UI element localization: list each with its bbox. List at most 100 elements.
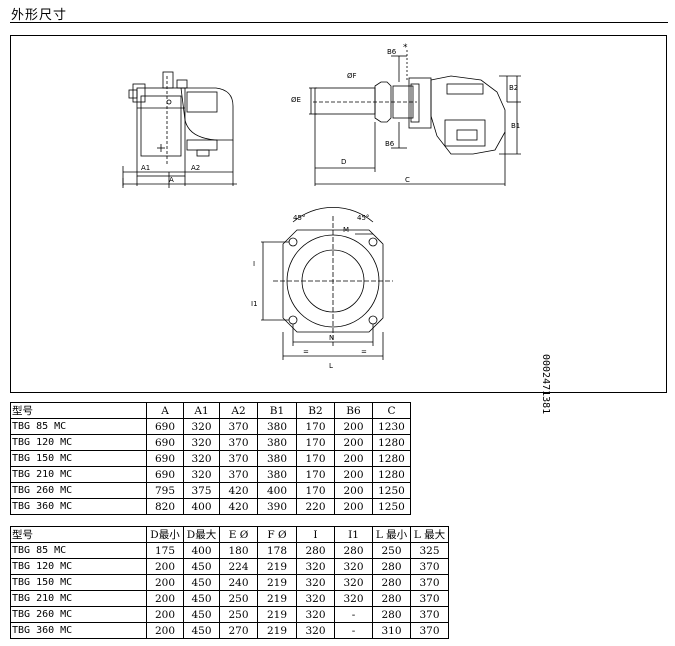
label-b6-bottom: B6 bbox=[385, 140, 395, 148]
title-divider bbox=[10, 22, 668, 23]
value-cell: 220 bbox=[296, 498, 335, 515]
model-cell: TBG 260 MC bbox=[10, 606, 147, 623]
table-header-cell: 型号 bbox=[10, 402, 147, 419]
value-cell: 400 bbox=[257, 482, 297, 499]
label-a: A bbox=[169, 176, 174, 184]
value-cell: 320 bbox=[296, 574, 335, 591]
label-phi-f: ØF bbox=[347, 72, 357, 80]
value-cell: 1250 bbox=[372, 482, 411, 499]
label-n: N bbox=[329, 334, 334, 342]
value-cell: 450 bbox=[183, 590, 220, 607]
table-header-cell: B2 bbox=[296, 402, 335, 419]
value-cell: 690 bbox=[146, 434, 184, 451]
value-cell: 200 bbox=[146, 558, 184, 575]
value-cell: 200 bbox=[334, 418, 373, 435]
value-cell: 200 bbox=[146, 590, 184, 607]
table-header-cell: 型号 bbox=[10, 526, 147, 543]
label-phi-e: ØE bbox=[291, 96, 301, 104]
label-b1: B1 bbox=[511, 122, 520, 130]
value-cell: 200 bbox=[334, 450, 373, 467]
value-cell: 380 bbox=[257, 450, 297, 467]
value-cell: 325 bbox=[410, 542, 449, 559]
value-cell: - bbox=[334, 606, 373, 623]
value-cell: 170 bbox=[296, 418, 335, 435]
value-cell: 380 bbox=[257, 418, 297, 435]
value-cell: 200 bbox=[146, 606, 184, 623]
value-cell: 370 bbox=[219, 434, 258, 451]
value-cell: 370 bbox=[410, 590, 449, 607]
value-cell: 400 bbox=[183, 498, 220, 515]
table-header-cell: D最小 bbox=[146, 526, 184, 543]
model-cell: TBG 85 MC bbox=[10, 542, 147, 559]
value-cell: 1280 bbox=[372, 434, 411, 451]
table-header-cell: E Ø bbox=[219, 526, 258, 543]
value-cell: 450 bbox=[183, 558, 220, 575]
value-cell: 320 bbox=[296, 606, 335, 623]
label-m: M bbox=[343, 226, 349, 234]
table-header-cell: I1 bbox=[334, 526, 373, 543]
label-l: L bbox=[329, 362, 333, 370]
value-cell: 690 bbox=[146, 466, 184, 483]
drawing-svg: A1 A2 A bbox=[122, 43, 521, 370]
document-id: 0002471381 bbox=[540, 354, 551, 415]
model-cell: TBG 360 MC bbox=[10, 622, 147, 639]
value-cell: 320 bbox=[334, 574, 373, 591]
value-cell: 450 bbox=[183, 622, 220, 639]
value-cell: 250 bbox=[219, 590, 258, 607]
label-i: I bbox=[253, 260, 255, 268]
label-a2: A2 bbox=[191, 164, 200, 172]
value-cell: 420 bbox=[219, 482, 258, 499]
value-cell: 370 bbox=[219, 418, 258, 435]
value-cell: 280 bbox=[372, 590, 411, 607]
value-cell: 170 bbox=[296, 466, 335, 483]
model-cell: TBG 360 MC bbox=[10, 498, 147, 515]
label-b2: B2 bbox=[509, 84, 518, 92]
model-cell: TBG 85 MC bbox=[10, 418, 147, 435]
table-header-cell: C bbox=[372, 402, 411, 419]
label-i1: I1 bbox=[251, 300, 258, 308]
value-cell: 200 bbox=[334, 466, 373, 483]
model-cell: TBG 150 MC bbox=[10, 574, 147, 591]
value-cell: 390 bbox=[257, 498, 297, 515]
page-title: 外形尺寸 bbox=[11, 8, 68, 23]
value-cell: 219 bbox=[257, 558, 297, 575]
table-header-cell: I bbox=[296, 526, 335, 543]
value-cell: 370 bbox=[410, 558, 449, 575]
value-cell: 420 bbox=[219, 498, 258, 515]
value-cell: 320 bbox=[296, 558, 335, 575]
value-cell: 370 bbox=[219, 466, 258, 483]
table-header-cell: D最大 bbox=[183, 526, 220, 543]
table-header-cell: A bbox=[146, 402, 184, 419]
model-cell: TBG 120 MC bbox=[10, 558, 147, 575]
value-cell: 320 bbox=[334, 558, 373, 575]
value-cell: 240 bbox=[219, 574, 258, 591]
value-cell: 320 bbox=[296, 590, 335, 607]
value-cell: 1280 bbox=[372, 450, 411, 467]
label-angle-left: 45° bbox=[293, 214, 305, 222]
table-header-cell: A2 bbox=[219, 402, 258, 419]
value-cell: 320 bbox=[183, 434, 220, 451]
flange-view: 45° 45° M N L I I1 = = bbox=[251, 206, 393, 370]
label-d: D bbox=[341, 158, 346, 166]
value-cell: 370 bbox=[219, 450, 258, 467]
model-cell: TBG 210 MC bbox=[10, 590, 147, 607]
value-cell: 370 bbox=[410, 574, 449, 591]
label-eq-right: = bbox=[361, 348, 367, 356]
value-cell: 1230 bbox=[372, 418, 411, 435]
table-header-cell: B6 bbox=[334, 402, 373, 419]
value-cell: 170 bbox=[296, 434, 335, 451]
label-angle-right: 45° bbox=[357, 214, 369, 222]
dimension-drawing: A1 A2 A bbox=[10, 35, 667, 414]
value-cell: 320 bbox=[183, 450, 220, 467]
value-cell: 180 bbox=[219, 542, 258, 559]
top-view: B6 B6 B2 B1 D C ØE ØF * bbox=[291, 43, 521, 186]
